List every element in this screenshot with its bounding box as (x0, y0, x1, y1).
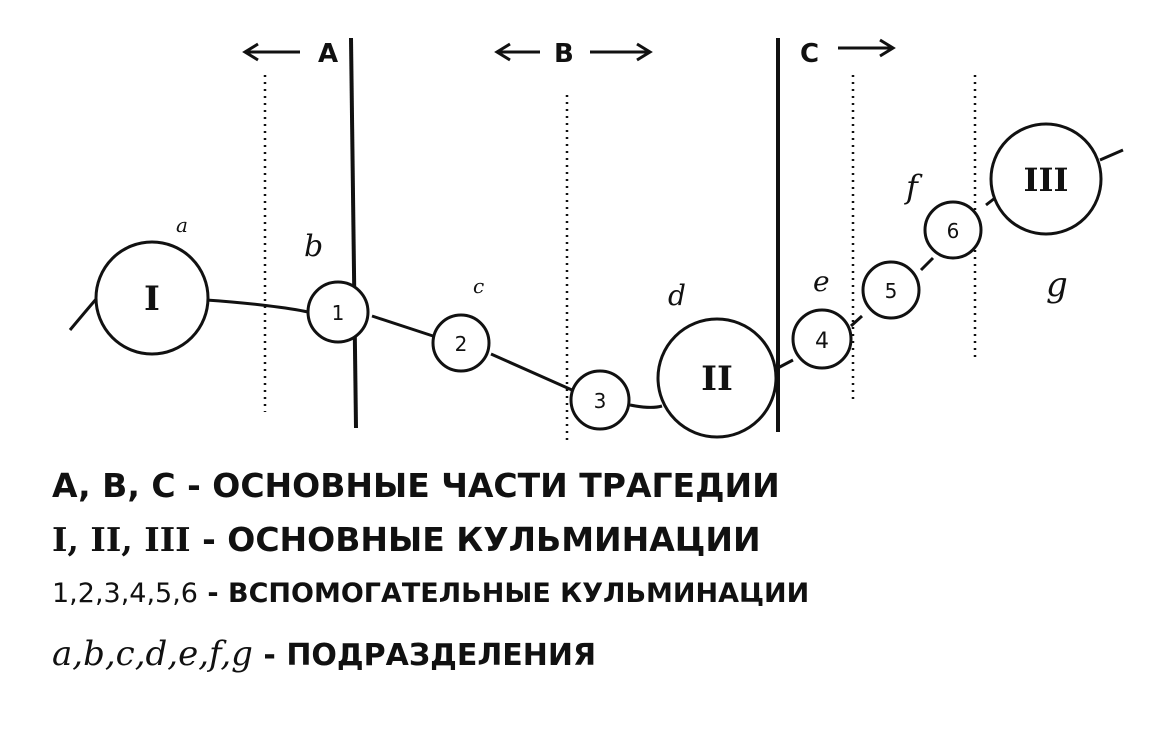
aux-circle (923, 200, 983, 260)
subdivision-label-b: b (304, 229, 323, 264)
culmination-circle (94, 240, 210, 356)
part-divider-ab (349, 37, 358, 429)
aux-culmination-label: 3 (594, 389, 607, 413)
legend-text: ОСНОВНЫЕ КУЛЬМИНАЦИИ (227, 520, 761, 559)
legend-text: ВСПОМОГАТЕЛЬНЫЕ КУЛЬМИНАЦИИ (228, 578, 810, 609)
legend-keys: a,b,c,d,e,f,g (52, 634, 253, 674)
aux-culmination-2: 2 (431, 313, 491, 373)
aux-culmination-label: 1 (332, 301, 345, 325)
main-culmination-label: II (701, 359, 733, 399)
aux-circle (569, 369, 631, 431)
legend-keys: I, II, III (52, 520, 191, 559)
aux-culmination-5: 5 (861, 260, 921, 320)
subdivision-label-c: c (473, 274, 484, 298)
aux-culmination-label: 5 (885, 279, 898, 303)
aux-culmination-4: 4 (791, 308, 853, 370)
legend-dash: - (187, 466, 201, 505)
main-culmination-label: I (144, 279, 160, 319)
legend-row-aux-culminations: 1,2,3,4,5,6 - ВСПОМОГАТЕЛЬНЫЕ КУЛЬМИНАЦИ… (52, 578, 809, 609)
culmination-circle (656, 317, 778, 439)
legend-dash: - (207, 578, 219, 609)
legend-text: ОСНОВНЫЕ ЧАСТИ ТРАГЕДИИ (212, 466, 780, 505)
subdivision-label-e: e (813, 265, 830, 298)
main-culmination-1: I (94, 240, 210, 356)
arrowhead-left-icon (242, 42, 259, 62)
arrowhead-right-icon (636, 42, 653, 62)
legend-row-subdivisions: a,b,c,d,e,f,g - ПОДРАЗДЕЛЕНИЯ (52, 634, 596, 674)
part-b-header: B (494, 39, 653, 69)
dramatic-curve (68, 148, 1124, 409)
arrowhead-left-icon (494, 42, 511, 62)
legend-row-parts: A, B, C - ОСНОВНЫЕ ЧАСТИ ТРАГЕДИИ (52, 466, 780, 505)
part-label-b: B (554, 39, 574, 69)
subdivision-dividers (263, 75, 977, 445)
subdivision-label-g: g (1046, 265, 1068, 305)
main-culmination-2: II (656, 317, 778, 439)
main-culmination-label: III (1024, 161, 1069, 199)
legend-row-main-culminations: I, II, III - ОСНОВНЫЕ КУЛЬМИНАЦИИ (52, 520, 761, 559)
aux-culmination-1: 1 (306, 280, 370, 344)
part-label-a: A (318, 39, 338, 69)
aux-culmination-6: 6 (923, 200, 983, 260)
aux-circle (431, 313, 491, 373)
legend-keys: A, B, C (52, 466, 176, 505)
aux-circle (791, 308, 853, 370)
part-a-header: A (242, 39, 338, 69)
aux-culmination-label: 6 (947, 219, 960, 243)
part-label-c: C (800, 39, 819, 69)
aux-circle (306, 280, 370, 344)
part-c-header: C (800, 38, 896, 69)
main-culmination-3: III (989, 122, 1103, 236)
arrowhead-right-icon (879, 38, 896, 58)
aux-culmination-3: 3 (569, 369, 631, 431)
aux-culmination-label: 4 (815, 329, 829, 354)
legend-keys: 1,2,3,4,5,6 (52, 578, 198, 609)
subdivision-label-f: f (904, 168, 923, 206)
subdivision-label-a: a (176, 213, 188, 237)
aux-culmination-label: 2 (455, 332, 468, 356)
culmination-circle (989, 122, 1103, 236)
legend-dash: - (202, 520, 216, 559)
legend-dash: - (263, 638, 276, 673)
aux-circle (861, 260, 921, 320)
subdivision-label-d: d (668, 279, 686, 312)
legend-text: ПОДРАЗДЕЛЕНИЯ (286, 638, 597, 673)
